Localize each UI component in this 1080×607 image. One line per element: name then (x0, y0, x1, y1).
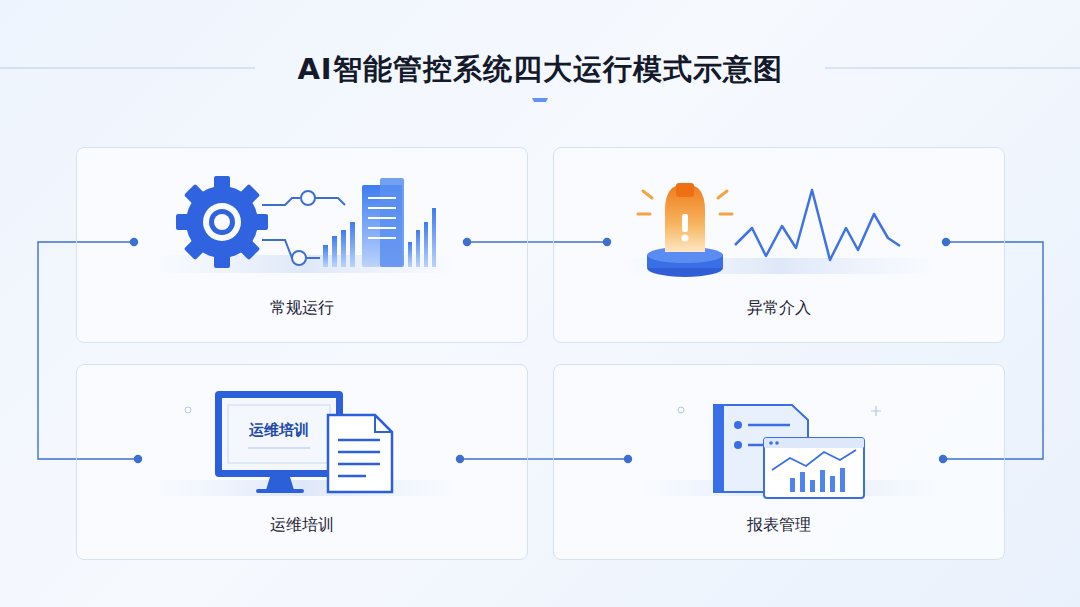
connector-line (1005, 242, 1043, 459)
mode-label: 异常介入 (554, 298, 1004, 319)
connector-line (528, 459, 553, 460)
connector-line (38, 242, 76, 459)
screen-text: 运维培训 (249, 421, 309, 440)
mode-label: 运维培训 (77, 515, 527, 536)
mode-card: 报表管理 (553, 364, 1005, 560)
mode-card: 运维培训 (76, 364, 528, 560)
diagram-title: AI智能管控系统四大运行模式示意图 (283, 52, 796, 86)
mode-card: 常规运行 (76, 147, 528, 343)
diagram-title-wrap: AI智能管控系统四大运行模式示意图 (0, 50, 1080, 90)
mode-card: 异常介入 (553, 147, 1005, 343)
mode-label: 常规运行 (77, 298, 527, 319)
connector-line (528, 242, 553, 243)
mode-label: 报表管理 (554, 515, 1004, 536)
